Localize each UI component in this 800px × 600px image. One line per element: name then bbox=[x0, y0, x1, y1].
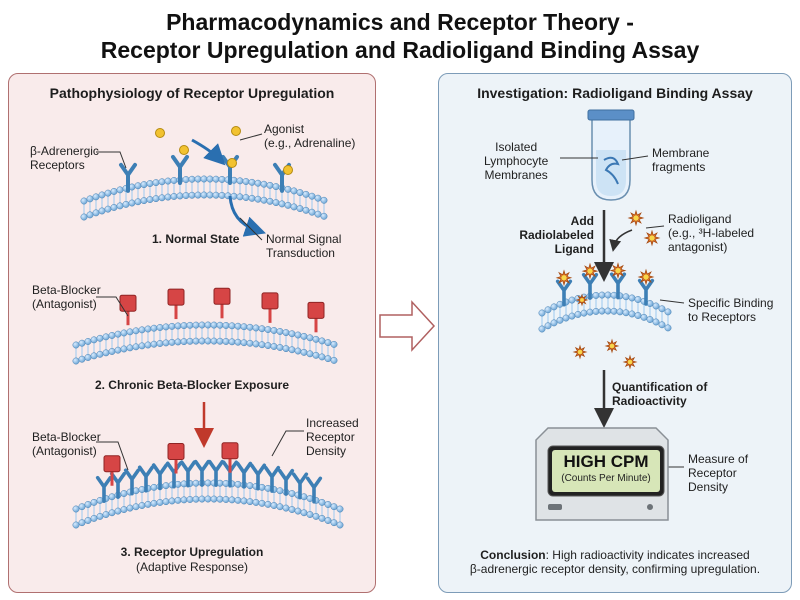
conclusion: Conclusion: High radioactivity indicates… bbox=[440, 548, 790, 576]
leader-lines-left bbox=[96, 133, 304, 471]
conclusion-heading: Conclusion bbox=[480, 548, 546, 562]
counter-screen: HIGH CPM (Counts Per Minute) bbox=[552, 452, 660, 485]
quantification-label: Quantification of Radioactivity bbox=[612, 380, 708, 408]
state1-caption: 1. Normal State bbox=[152, 232, 240, 246]
page-title-line2: Receptor Upregulation and Radioligand Bi… bbox=[100, 37, 700, 63]
counter-readout-sub: (Counts Per Minute) bbox=[561, 473, 651, 484]
signal-arrow bbox=[228, 195, 266, 237]
receptor-label: β-Adrenergic Receptors bbox=[30, 144, 99, 172]
blocker-label-upregulated: Beta-Blocker (Antagonist) bbox=[32, 430, 101, 458]
density-label: Increased Receptor Density bbox=[306, 416, 359, 458]
measure-label: Measure of Receptor Density bbox=[688, 452, 749, 494]
ligand-addition-arrow bbox=[609, 229, 633, 252]
blocker-label-chronic: Beta-Blocker (Antagonist) bbox=[32, 283, 101, 311]
radioligand-label: Radioligand (e.g., ³H-labeled antagonist… bbox=[668, 212, 755, 254]
fragments-label: Membrane fragments bbox=[652, 146, 710, 174]
add-ligand-label: Add Radiolabeled Ligand bbox=[519, 214, 594, 256]
left-panel: Pathophysiology of Receptor Upregulation bbox=[8, 73, 376, 593]
scintillation-counter-icon bbox=[535, 427, 669, 521]
page-title-line1: Pharmacodynamics and Receptor Theory - bbox=[166, 9, 634, 35]
left-panel-heading: Pathophysiology of Receptor Upregulation bbox=[49, 85, 335, 101]
receptors-upregulated bbox=[95, 442, 323, 504]
counter-readout: HIGH CPM bbox=[563, 452, 649, 471]
receptors-binding bbox=[555, 262, 655, 307]
signal-label: Normal Signal Transduction bbox=[266, 232, 342, 260]
radioligand-stars bbox=[572, 209, 661, 370]
state3-subcaption: (Adaptive Response) bbox=[135, 560, 249, 574]
binding-arrow bbox=[191, 138, 226, 166]
membrane-binding bbox=[538, 291, 672, 333]
test-tube-icon bbox=[587, 109, 635, 201]
blockers-chronic bbox=[119, 287, 325, 333]
right-panel-heading: Investigation: Radioligand Binding Assay bbox=[477, 85, 753, 101]
membranes-label: Isolated Lymphocyte Membranes bbox=[484, 140, 549, 182]
state2-caption: 2. Chronic Beta-Blocker Exposure bbox=[94, 378, 290, 392]
panel-transition-arrow bbox=[379, 300, 436, 352]
membrane-normal bbox=[80, 175, 328, 221]
agonist-label: Agonist (e.g., Adrenaline) bbox=[264, 122, 356, 150]
membrane-blocker bbox=[72, 321, 338, 365]
agonist-dots bbox=[155, 126, 293, 175]
state3-caption: 3. Receptor Upregulation bbox=[120, 545, 264, 559]
leader-lines-right bbox=[560, 155, 685, 468]
specific-binding-label: Specific Binding to Receptors bbox=[688, 296, 774, 324]
conclusion-text: : High radioactivity indicates increased… bbox=[469, 548, 761, 576]
membrane-upregulated bbox=[72, 479, 344, 529]
